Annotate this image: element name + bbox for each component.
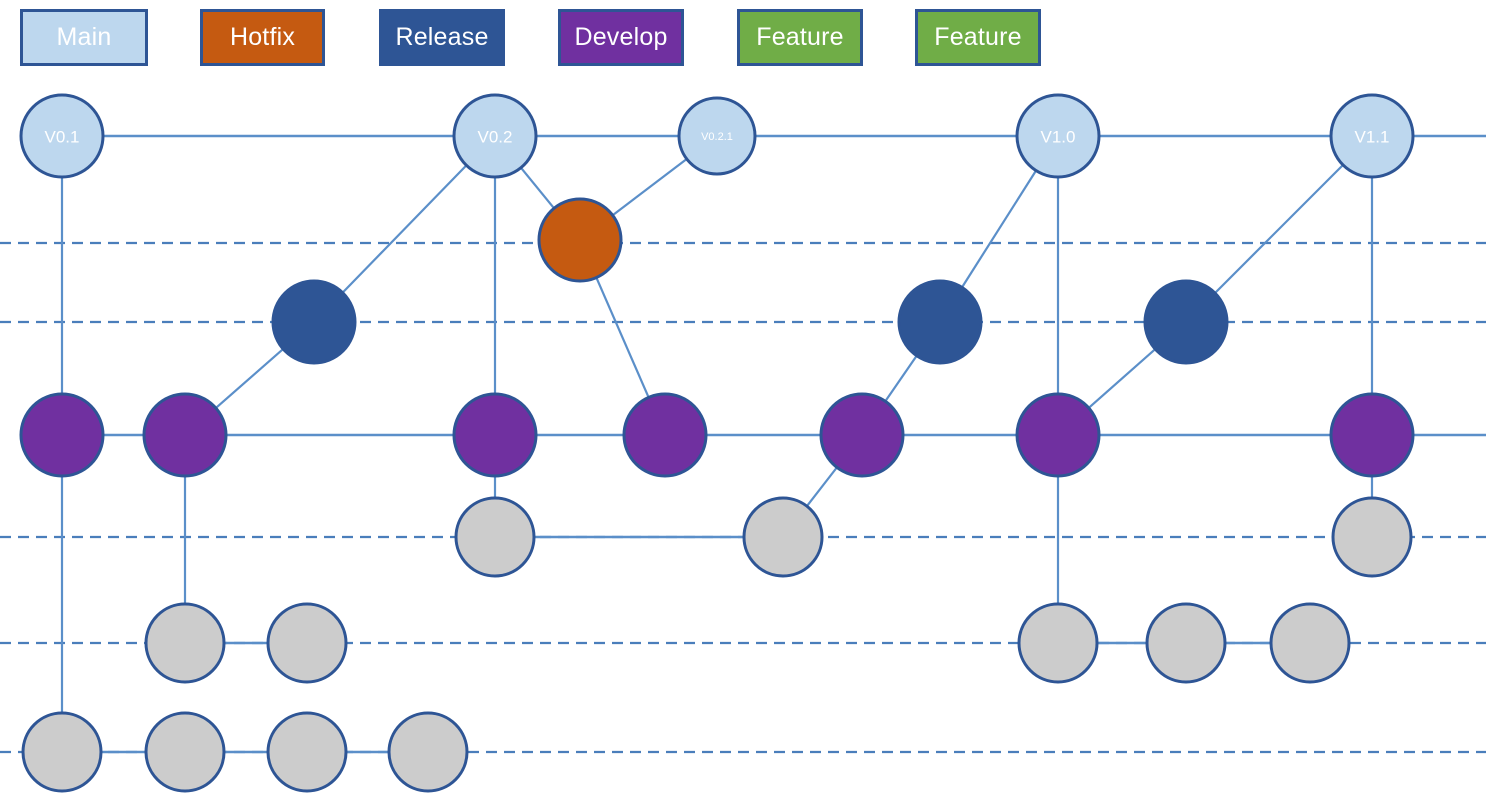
commit-node-circle [266,711,348,793]
commit-node-circle [19,93,105,179]
edge-h1-to-m3 [611,157,689,217]
commit-node-feature3-f3a[interactable] [21,711,103,793]
commit-edges-layer [60,157,1374,714]
commit-node-develop-d5[interactable] [819,392,905,478]
commit-node-develop-d3[interactable] [452,392,538,478]
commit-node-develop-d2[interactable] [142,392,228,478]
commit-node-release-r3[interactable] [1143,279,1229,365]
edge-f1b-to-d5 [805,465,839,508]
commit-node-develop-d7[interactable] [1329,392,1415,478]
commit-node-label: V1.0 [1041,128,1076,147]
commit-node-hotfix-h1[interactable] [537,197,623,283]
commit-node-main-V0-1[interactable]: V0.1 [19,93,105,179]
commit-node-circle [1017,602,1099,684]
edge-d2-to-r1 [214,347,285,410]
commit-node-feature2-f2e[interactable] [1269,602,1351,684]
commit-node-feature2-f2a[interactable] [144,602,226,684]
edge-d5-to-r2 [883,354,919,403]
commit-node-main-V0-2[interactable]: V0.2 [452,93,538,179]
edge-m2-to-h1 [519,166,556,210]
commit-node-feature3-f3d[interactable] [387,711,469,793]
commit-node-circle [1331,496,1413,578]
commit-node-label: V0.1 [45,128,80,147]
commit-node-circle [21,711,103,793]
commit-node-circle [1269,602,1351,684]
commit-node-develop-d6[interactable] [1015,392,1101,478]
edge-r2-to-m4 [960,169,1038,289]
legend-item-label: Feature [756,23,844,51]
commit-node-main-V1-1[interactable]: V1.1 [1329,93,1415,179]
commit-node-circle [742,496,824,578]
commit-node-circle [1145,602,1227,684]
commit-node-circle [271,279,357,365]
commit-node-label: V0.2.1 [701,131,733,143]
commit-node-circle [1015,392,1101,478]
commit-node-circle [452,392,538,478]
commit-node-feature2-f2d[interactable] [1145,602,1227,684]
commit-node-circle [266,602,348,684]
commit-node-circle [897,279,983,365]
legend-item-label: Develop [574,23,668,51]
commit-node-feature1-f1b[interactable] [742,496,824,578]
commit-node-circle [1329,93,1415,179]
commit-node-circle [622,392,708,478]
commit-node-main-V1-0[interactable]: V1.0 [1015,93,1101,179]
commit-node-circle [537,197,623,283]
commit-node-circle [387,711,469,793]
commit-node-circle [142,392,228,478]
commit-node-feature1-f1a[interactable] [454,496,536,578]
branch-legend: Main Hotfix Release Develop Feature Feature [0,0,1486,80]
commit-node-circle [144,711,226,793]
commit-node-release-r2[interactable] [897,279,983,365]
legend-item-feature-5[interactable]: Feature [915,9,1041,66]
edge-r3-to-m5 [1213,163,1345,295]
lane-guides-layer [0,241,1486,754]
edge-d6-to-r3 [1087,347,1157,410]
commit-nodes-layer: V0.1 V0.2 V0.2.1 V1.0 V1.1 [19,93,1415,793]
legend-item-main-0[interactable]: Main [20,9,148,66]
commit-node-develop-d4[interactable] [622,392,708,478]
legend-item-label: Feature [934,23,1022,51]
commit-node-label: V1.1 [1355,128,1390,147]
commit-node-develop-d1[interactable] [19,392,105,478]
legend-item-label: Main [56,23,112,51]
commit-node-circle [819,392,905,478]
commit-node-circle [19,392,105,478]
edge-h1-to-d4 [594,276,651,399]
commit-node-release-r1[interactable] [271,279,357,365]
commit-node-circle [452,93,538,179]
commit-node-circle [677,96,757,176]
legend-item-label: Hotfix [229,23,296,51]
commit-node-feature2-f2c[interactable] [1017,602,1099,684]
commit-node-main-V0-2-1[interactable]: V0.2.1 [677,96,757,176]
commit-node-feature3-f3b[interactable] [144,711,226,793]
commit-node-circle [144,602,226,684]
legend-item-develop-3[interactable]: Develop [558,9,684,66]
legend-item-label: Release [395,23,489,51]
commit-node-circle [1015,93,1101,179]
legend-item-feature-4[interactable]: Feature [737,9,863,66]
commit-node-feature1-f1c[interactable] [1331,496,1413,578]
commit-node-circle [1143,279,1229,365]
edge-r1-to-m2 [341,163,468,295]
commit-node-feature2-f2b[interactable] [266,602,348,684]
commit-node-feature3-f3c[interactable] [266,711,348,793]
legend-item-hotfix-1[interactable]: Hotfix [200,9,325,66]
legend-item-release-2[interactable]: Release [379,9,505,66]
commit-node-label: V0.2 [478,128,513,147]
commit-node-circle [454,496,536,578]
commit-node-circle [1329,392,1415,478]
